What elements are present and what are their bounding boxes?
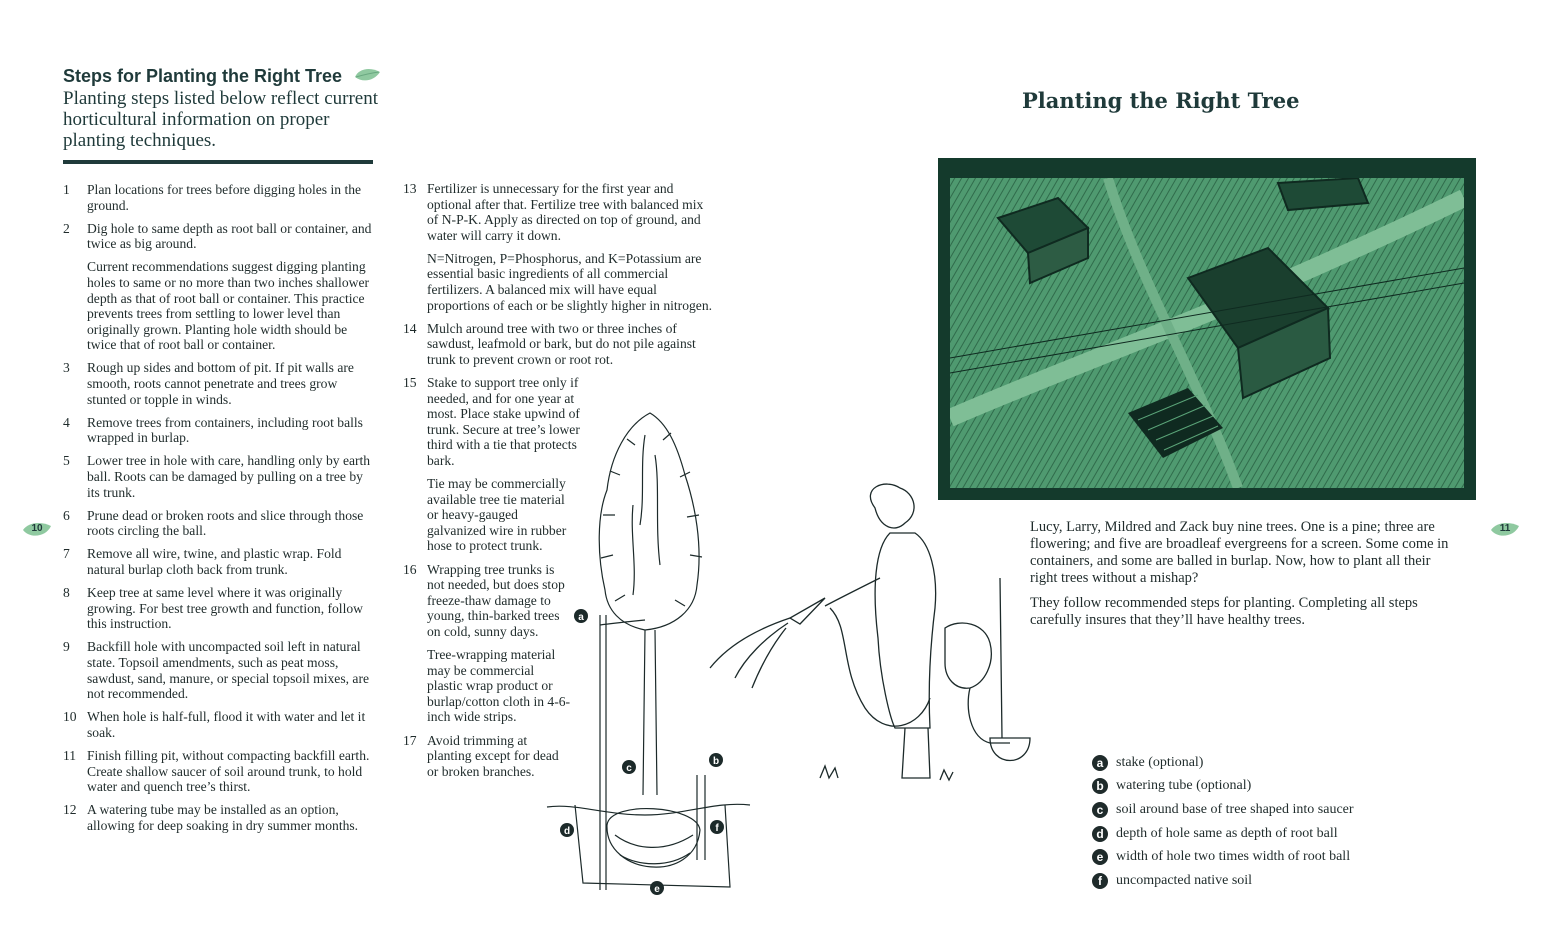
story-paragraph: Lucy, Larry, Mildred and Zack buy nine t… xyxy=(1030,519,1449,586)
section-title: Steps for Planting the Right Tree xyxy=(63,66,343,86)
gardener-watering-illustration xyxy=(690,478,1050,798)
step-note: Tie may be commercially available tree t… xyxy=(427,476,567,554)
legend-label: uncompacted native soil xyxy=(1116,872,1253,888)
page-number-leaf-left: 10 xyxy=(22,521,52,539)
page-number: 10 xyxy=(31,523,43,534)
legend-key: b xyxy=(1092,778,1108,795)
legend-item: d depth of hole same as depth of root bal… xyxy=(1092,822,1354,846)
page-title: Planting the Right Tree xyxy=(1022,88,1300,113)
legend-item: c soil around base of tree shaped into sa… xyxy=(1092,798,1354,822)
step-note: N=Nitrogen, P=Phosphorus, and K=Potassiu… xyxy=(427,250,713,313)
header-divider xyxy=(63,160,373,164)
legend-key: f xyxy=(1092,872,1108,889)
legend-item: a stake (optional) xyxy=(1092,751,1354,775)
legend-label: stake (optional) xyxy=(1116,754,1204,770)
legend-key: c xyxy=(1092,801,1108,818)
svg-text:b: b xyxy=(713,756,719,767)
step-note: Tree-wrapping material may be commercial… xyxy=(427,647,571,725)
legend-label: soil around base of tree shaped into sau… xyxy=(1116,801,1354,817)
legend-key: d xyxy=(1092,825,1108,842)
svg-text:c: c xyxy=(626,763,632,774)
story-paragraph: They follow recommended steps for planti… xyxy=(1030,595,1418,628)
legend-label: width of hole two times width of root ba… xyxy=(1116,849,1351,865)
legend-label: depth of hole same as depth of root ball xyxy=(1116,825,1338,841)
svg-text:e: e xyxy=(654,884,660,895)
leaf-icon xyxy=(353,66,381,84)
legend-item: f uncompacted native soil xyxy=(1092,869,1354,893)
svg-text:f: f xyxy=(715,823,719,834)
tree-planting-illustration: a b c d e f xyxy=(545,405,755,900)
legend-label: watering tube (optional) xyxy=(1116,778,1252,794)
story-text: Lucy, Larry, Mildred and Zack buy nine t… xyxy=(1030,519,1460,637)
legend-key: a xyxy=(1092,754,1108,771)
svg-text:d: d xyxy=(564,826,570,837)
svg-text:a: a xyxy=(578,612,584,623)
page-number: 11 xyxy=(1499,523,1511,534)
page-number-leaf-right: 11 xyxy=(1490,521,1520,539)
legend-item: e width of hole two times width of root b… xyxy=(1092,845,1354,869)
neighborhood-woodcut-illustration xyxy=(938,158,1476,500)
section-subtitle: Planting steps listed below reflect curr… xyxy=(63,88,378,151)
step-note: Current recommendations suggest digging … xyxy=(87,259,370,353)
diagram-legend: a stake (optional) b watering tube (option… xyxy=(1092,751,1354,893)
legend-item: b watering tube (optional) xyxy=(1092,775,1354,799)
page-number-leaf-icon xyxy=(23,522,51,536)
page-number-leaf-icon xyxy=(1491,522,1519,536)
legend-key: e xyxy=(1092,849,1108,866)
